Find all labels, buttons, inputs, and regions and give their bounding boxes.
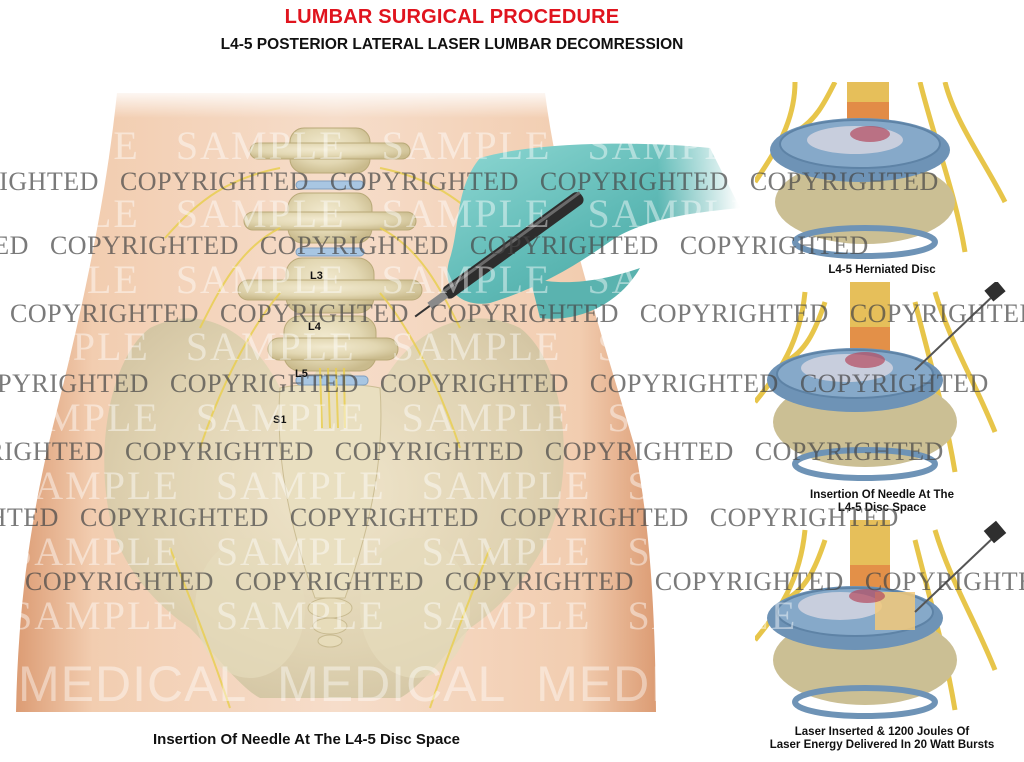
laser-energy-panel [755,520,1007,719]
gloved-hand-with-needle [410,138,740,338]
panel-3-caption: Laser Inserted & 1200 Joules Of Laser En… [740,726,1024,752]
vertebra-label-l5: L5 [295,368,308,380]
panel-1-caption: L4-5 Herniated Disc [828,264,936,276]
panel-2-caption-line-1: Insertion Of Needle At The [810,489,954,501]
panel-2-caption: Insertion Of Needle At The L4-5 Disc Spa… [740,489,1024,515]
needle-insertion-panel [755,282,1006,481]
panel-2-caption-line-2: L4-5 Disc Space [837,502,927,514]
vertebra-label-s1: S1 [273,414,287,426]
panel-3-caption-line-2: Laser Energy Delivered In 20 Watt Bursts [769,739,995,751]
herniated-disc-panel [755,82,1008,259]
main-illustration-caption: Insertion Of Needle At The L4-5 Disc Spa… [153,731,461,748]
vertebra-label-l3: L3 [310,270,323,282]
panel-3-caption-line-1: Laser Inserted & 1200 Joules Of [794,726,970,738]
page-title: LUMBAR SURGICAL PROCEDURE [284,6,620,28]
vertebra-label-l4: L4 [308,321,321,333]
page-subtitle: L4-5 POSTERIOR LATERAL LASER LUMBAR DECO… [220,36,684,53]
